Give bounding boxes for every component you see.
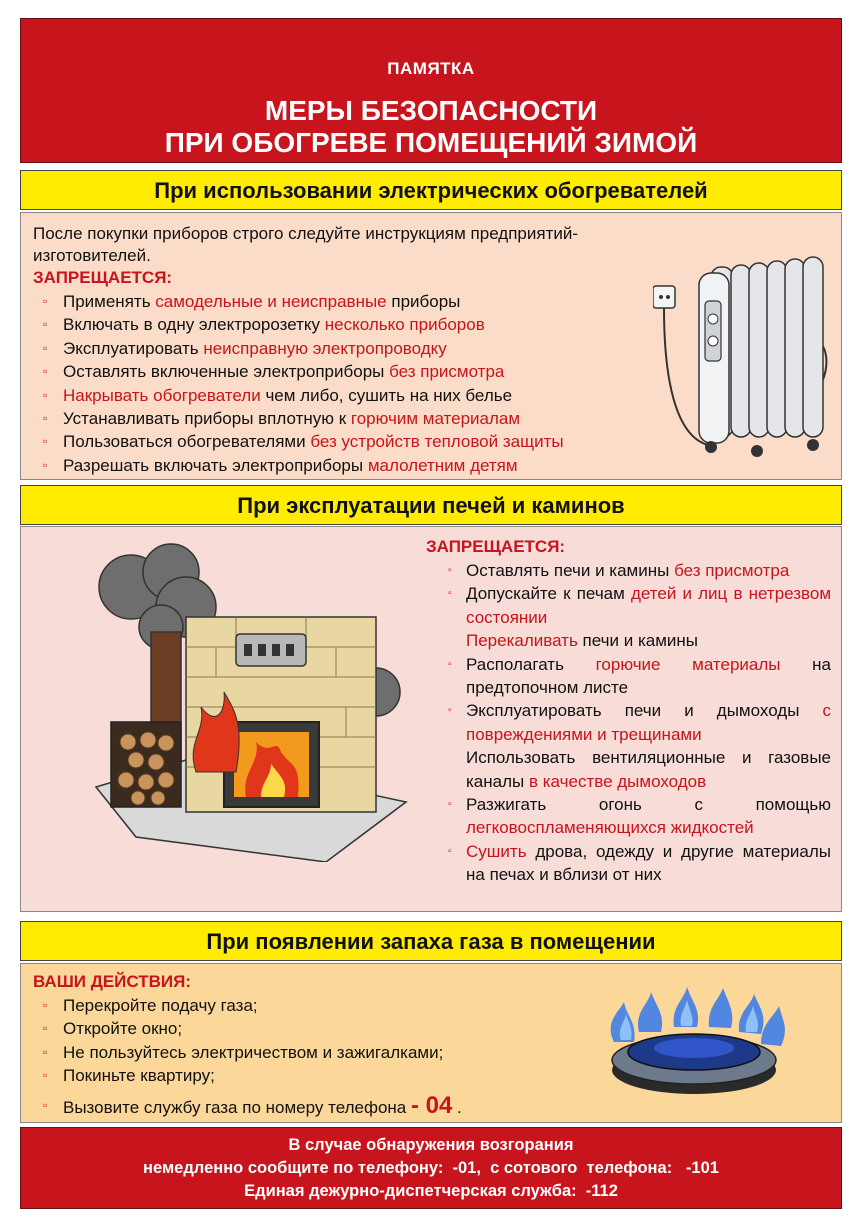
list-item: ▫Эксплуатировать печи и дымоходы с повре…	[448, 701, 831, 744]
bullet-icon: ▫	[448, 658, 452, 670]
list-item: ▫Располагать горючие материалы на предто…	[448, 654, 831, 698]
bullet-icon: ▫	[43, 340, 48, 355]
list-item: ▫Откройте окно;	[33, 1017, 462, 1040]
section-heading-stoves: При эксплуатации печей и каминов	[20, 485, 842, 525]
electric-intro: После покупки приборов строго следуйте и…	[33, 224, 579, 265]
bullet-icon: ▫	[448, 799, 452, 811]
bullet-icon: ▫	[43, 1044, 48, 1059]
bullet-icon: ▫	[43, 457, 48, 472]
bullet-icon: ▫	[448, 565, 452, 576]
bullet-icon: ▫	[43, 1021, 48, 1036]
list-item: ▫Эксплуатировать неисправную электропров…	[33, 337, 564, 360]
list-item: ▫Пользоваться обогревателями без устройс…	[33, 430, 564, 453]
bullet-icon: ▫	[43, 387, 48, 402]
list-item: ▫Оставлять включенные электроприборы без…	[33, 360, 564, 383]
bullet-icon: ▫	[43, 998, 48, 1012]
list-item: ▫Допускайте к печам детей и лиц в нетрез…	[448, 584, 832, 627]
bullet-icon: ▫	[448, 845, 452, 857]
electric-list: ▫Применять самодельные и неисправные при…	[33, 290, 564, 477]
list-item: ▫Оставлять печи и камины без присмотра	[446, 559, 831, 582]
footer-banner: В случае обнаружения возгорания немедлен…	[20, 1127, 842, 1209]
page-title: МЕРЫ БЕЗОПАСНОСТИ ПРИ ОБОГРЕВЕ ПОМЕЩЕНИЙ…	[21, 95, 841, 159]
fireplace-icon	[94, 543, 408, 862]
gas-burner-icon	[610, 987, 785, 1094]
footer-line-1: В случае обнаружения возгорания	[288, 1136, 574, 1154]
electric-panel: После покупки приборов строго следуйте и…	[20, 212, 842, 480]
gas-actions-label: ВАШИ ДЕЙСТВИЯ:	[33, 972, 192, 991]
stoves-panel: ЗАПРЕЩАЕТСЯ: ▫Оставлять печи и камины бе…	[20, 526, 842, 912]
list-item: ▫Разжигать огонь с помощью легковоспламе…	[448, 795, 831, 838]
header-banner: ПАМЯТКА МЕРЫ БЕЗОПАСНОСТИ ПРИ ОБОГРЕВЕ П…	[20, 18, 842, 163]
footer-line-3: Единая дежурно-диспетчерская служба: -11…	[244, 1182, 618, 1200]
bullet-icon: ▫	[448, 588, 452, 600]
footer-line-2: немедленно сообщите по телефону: -01, с …	[143, 1159, 719, 1177]
stoves-list: ▫Оставлять печи и камины без присмотра ▫…	[446, 559, 831, 887]
oil-radiator-icon	[653, 256, 828, 457]
bullet-icon: ▫	[43, 317, 48, 332]
list-item: Использовать вентиляционные и газовые ка…	[466, 748, 831, 791]
header-kicker: ПАМЯТКА	[387, 59, 475, 78]
list-item: ▫Включать в одну электророзетку нескольк…	[33, 313, 564, 336]
gas-panel: ВАШИ ДЕЙСТВИЯ: ▫Перекройте подачу газа; …	[20, 963, 842, 1123]
bullet-icon: ▫	[43, 294, 48, 308]
bullet-icon: ▫	[43, 410, 48, 425]
list-item: ▫Накрывать обогреватели чем либо, сушить…	[33, 384, 564, 407]
bullet-icon: ▫	[43, 1068, 48, 1083]
section-heading-electric: При использовании электрических обогрева…	[20, 170, 842, 210]
list-item: ▫Сушить дрова, одежду и другие материалы…	[448, 841, 831, 885]
list-item: ▫Вызовите службу газа по номеру телефона…	[43, 1091, 462, 1119]
bullet-icon: ▫	[43, 1097, 48, 1112]
list-item: ▫Разрешать включать электроприборы малол…	[33, 454, 564, 477]
gas-phone-number: - 04	[410, 1091, 453, 1119]
bullet-icon: ▫	[43, 434, 48, 449]
title-line-2: ПРИ ОБОГРЕВЕ ПОМЕЩЕНИЙ ЗИМОЙ	[164, 127, 698, 158]
list-item: ▫Применять самодельные и неисправные при…	[33, 290, 564, 313]
bullet-icon: ▫	[43, 364, 48, 379]
bullet-icon: ▫	[448, 705, 452, 717]
stoves-forbidden-label: ЗАПРЕЩАЕТСЯ:	[426, 537, 566, 556]
list-item: Перекаливать печи и камины	[466, 631, 698, 651]
list-item: ▫Не пользуйтесь электричеством и зажигал…	[33, 1041, 462, 1064]
list-item: ▫Перекройте подачу газа;	[33, 994, 462, 1017]
electric-forbidden-label: ЗАПРЕЩАЕТСЯ:	[33, 268, 173, 287]
title-line-1: МЕРЫ БЕЗОПАСНОСТИ	[264, 95, 598, 126]
gas-list: ▫Перекройте подачу газа; ▫Откройте окно;…	[33, 994, 462, 1117]
list-item: ▫Устанавливать приборы вплотную к горючи…	[33, 407, 564, 430]
section-heading-gas: При появлении запаха газа в помещении	[20, 921, 842, 961]
list-item: ▫Покиньте квартиру;	[33, 1064, 462, 1087]
